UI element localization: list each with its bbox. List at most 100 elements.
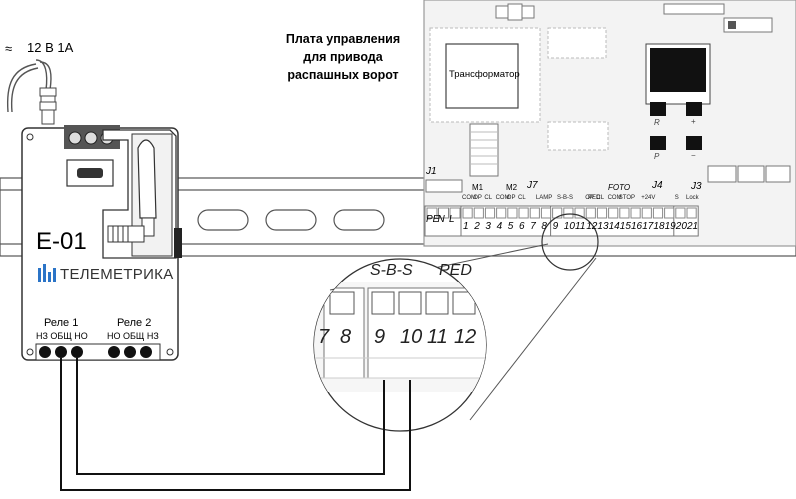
- pin-label: PED: [588, 195, 601, 201]
- terminal-screw: [652, 207, 664, 219]
- terminal-screw: [563, 207, 574, 219]
- button-p-label: P: [654, 152, 660, 161]
- pin-label: COM: [607, 195, 622, 201]
- terminal-number: 18: [653, 221, 665, 232]
- terminal-number: 2: [474, 221, 480, 232]
- device-model: E-01: [36, 228, 87, 255]
- terminal-number: 13: [597, 221, 609, 232]
- j7-label: J7: [527, 180, 538, 191]
- terminal-screw: [619, 207, 630, 219]
- terminal-number: 20: [675, 221, 687, 232]
- terminal-number: 11: [575, 221, 586, 232]
- transformer-label: Трансформатор: [449, 69, 520, 80]
- terminal-screw: [641, 207, 652, 219]
- power-label: 12 В 1А: [27, 40, 74, 55]
- terminal-number: 16: [631, 221, 643, 232]
- button-r-label: R: [654, 118, 660, 127]
- terminal-screw: [484, 207, 496, 219]
- pin-label: CL: [484, 195, 493, 201]
- relay-wires: [60, 358, 411, 491]
- terminal-screw: [686, 207, 697, 219]
- terminal-number: 14: [608, 221, 620, 232]
- terminal-screw: [574, 207, 585, 219]
- pin-label: CL: [518, 195, 526, 201]
- telemetrika-logo-icon: [38, 264, 56, 282]
- terminal-screw: [552, 207, 563, 219]
- terminal-number: 3: [485, 221, 491, 232]
- zoom-terminal-number: 11: [427, 326, 448, 348]
- relay-1-pins: НЗ ОБЩ НО: [36, 331, 88, 341]
- j1-pin-label: N: [437, 214, 445, 225]
- j1-screw: [449, 207, 461, 219]
- terminal-number: 12: [586, 221, 598, 232]
- control-board: [423, 0, 796, 247]
- board-title-line-2: для привода: [303, 50, 383, 64]
- terminal-number: 8: [541, 221, 547, 232]
- terminal-screw: [630, 207, 641, 219]
- pin-label: +24V: [641, 195, 656, 201]
- terminal-number: 9: [552, 221, 559, 232]
- j3-label: J3: [691, 181, 702, 192]
- pin-label: COM: [462, 195, 476, 201]
- terminal-screw: [608, 207, 619, 219]
- relay-2-pins: НО ОБЩ НЗ: [107, 331, 159, 341]
- terminal-number: 21: [687, 221, 699, 232]
- terminal-number: 1: [463, 221, 469, 232]
- m1-label: M1: [472, 183, 484, 192]
- gsm-device: [21, 125, 182, 361]
- j1-pin-label: PE: [426, 214, 440, 225]
- pin-label: S-B-S: [557, 195, 574, 201]
- device-brand: ТЕЛЕМЕТРИКА: [60, 266, 174, 283]
- terminal-screw: [507, 207, 518, 219]
- board-title-line-3: распашных ворот: [287, 68, 399, 82]
- terminal-screw: [585, 207, 596, 219]
- terminal-screw: [596, 207, 608, 219]
- zoom-terminal-number: 12: [454, 326, 477, 348]
- terminal-screw: [664, 207, 675, 219]
- ac-symbol: ≈: [5, 41, 12, 56]
- zoom-terminal-number: 9: [374, 326, 386, 348]
- terminal-screw: [473, 207, 484, 219]
- j1-screw: [426, 207, 438, 219]
- relay-1-label: Реле 1: [44, 317, 79, 329]
- terminal-number: 19: [664, 221, 676, 232]
- j4-label: J4: [652, 180, 663, 191]
- zoom-ped-label: PED: [439, 262, 472, 279]
- terminal-number: 15: [619, 221, 631, 232]
- pin-label: S: [674, 195, 679, 201]
- zoom-terminal-number: 10: [400, 326, 423, 348]
- terminal-number: 17: [642, 221, 654, 232]
- j1-label: J1: [426, 166, 437, 177]
- zoom-detail: [313, 213, 599, 432]
- pin-label: OP: [585, 195, 594, 201]
- foto-label: FOTO: [608, 183, 631, 192]
- terminal-screw: [462, 207, 473, 219]
- pin-label: COM: [495, 195, 510, 201]
- pin-label: STOP: [618, 195, 636, 201]
- terminal-screw: [496, 207, 507, 219]
- j1-screw: [438, 207, 449, 219]
- terminal-number: 5: [507, 221, 514, 232]
- terminal-number: 4: [496, 221, 503, 232]
- relay-2-label: Реле 2: [117, 317, 152, 329]
- terminal-number: 6: [519, 221, 525, 232]
- pin-label: CL: [596, 195, 605, 201]
- zoom-terminal-number: 8: [340, 326, 352, 348]
- pin-label: LAMP: [535, 195, 553, 201]
- pin-label: OP: [473, 195, 482, 201]
- terminal-number: 10: [563, 221, 575, 232]
- terminal-screw: [518, 207, 529, 219]
- terminal-number: 7: [530, 221, 536, 232]
- button-plus-label: +: [691, 117, 696, 126]
- zoom-sbs-label: S-B-S: [370, 262, 413, 279]
- button-minus-label: −: [691, 151, 696, 160]
- terminal-screw: [675, 207, 686, 219]
- m2-label: M2: [506, 183, 518, 192]
- j1-pin-label: L: [449, 214, 455, 225]
- pin-label: Lock: [686, 195, 699, 201]
- terminal-screw: [540, 207, 552, 219]
- power-cable: [6, 59, 57, 125]
- zoom-terminal-number: 7: [318, 326, 330, 348]
- terminal-screw: [529, 207, 540, 219]
